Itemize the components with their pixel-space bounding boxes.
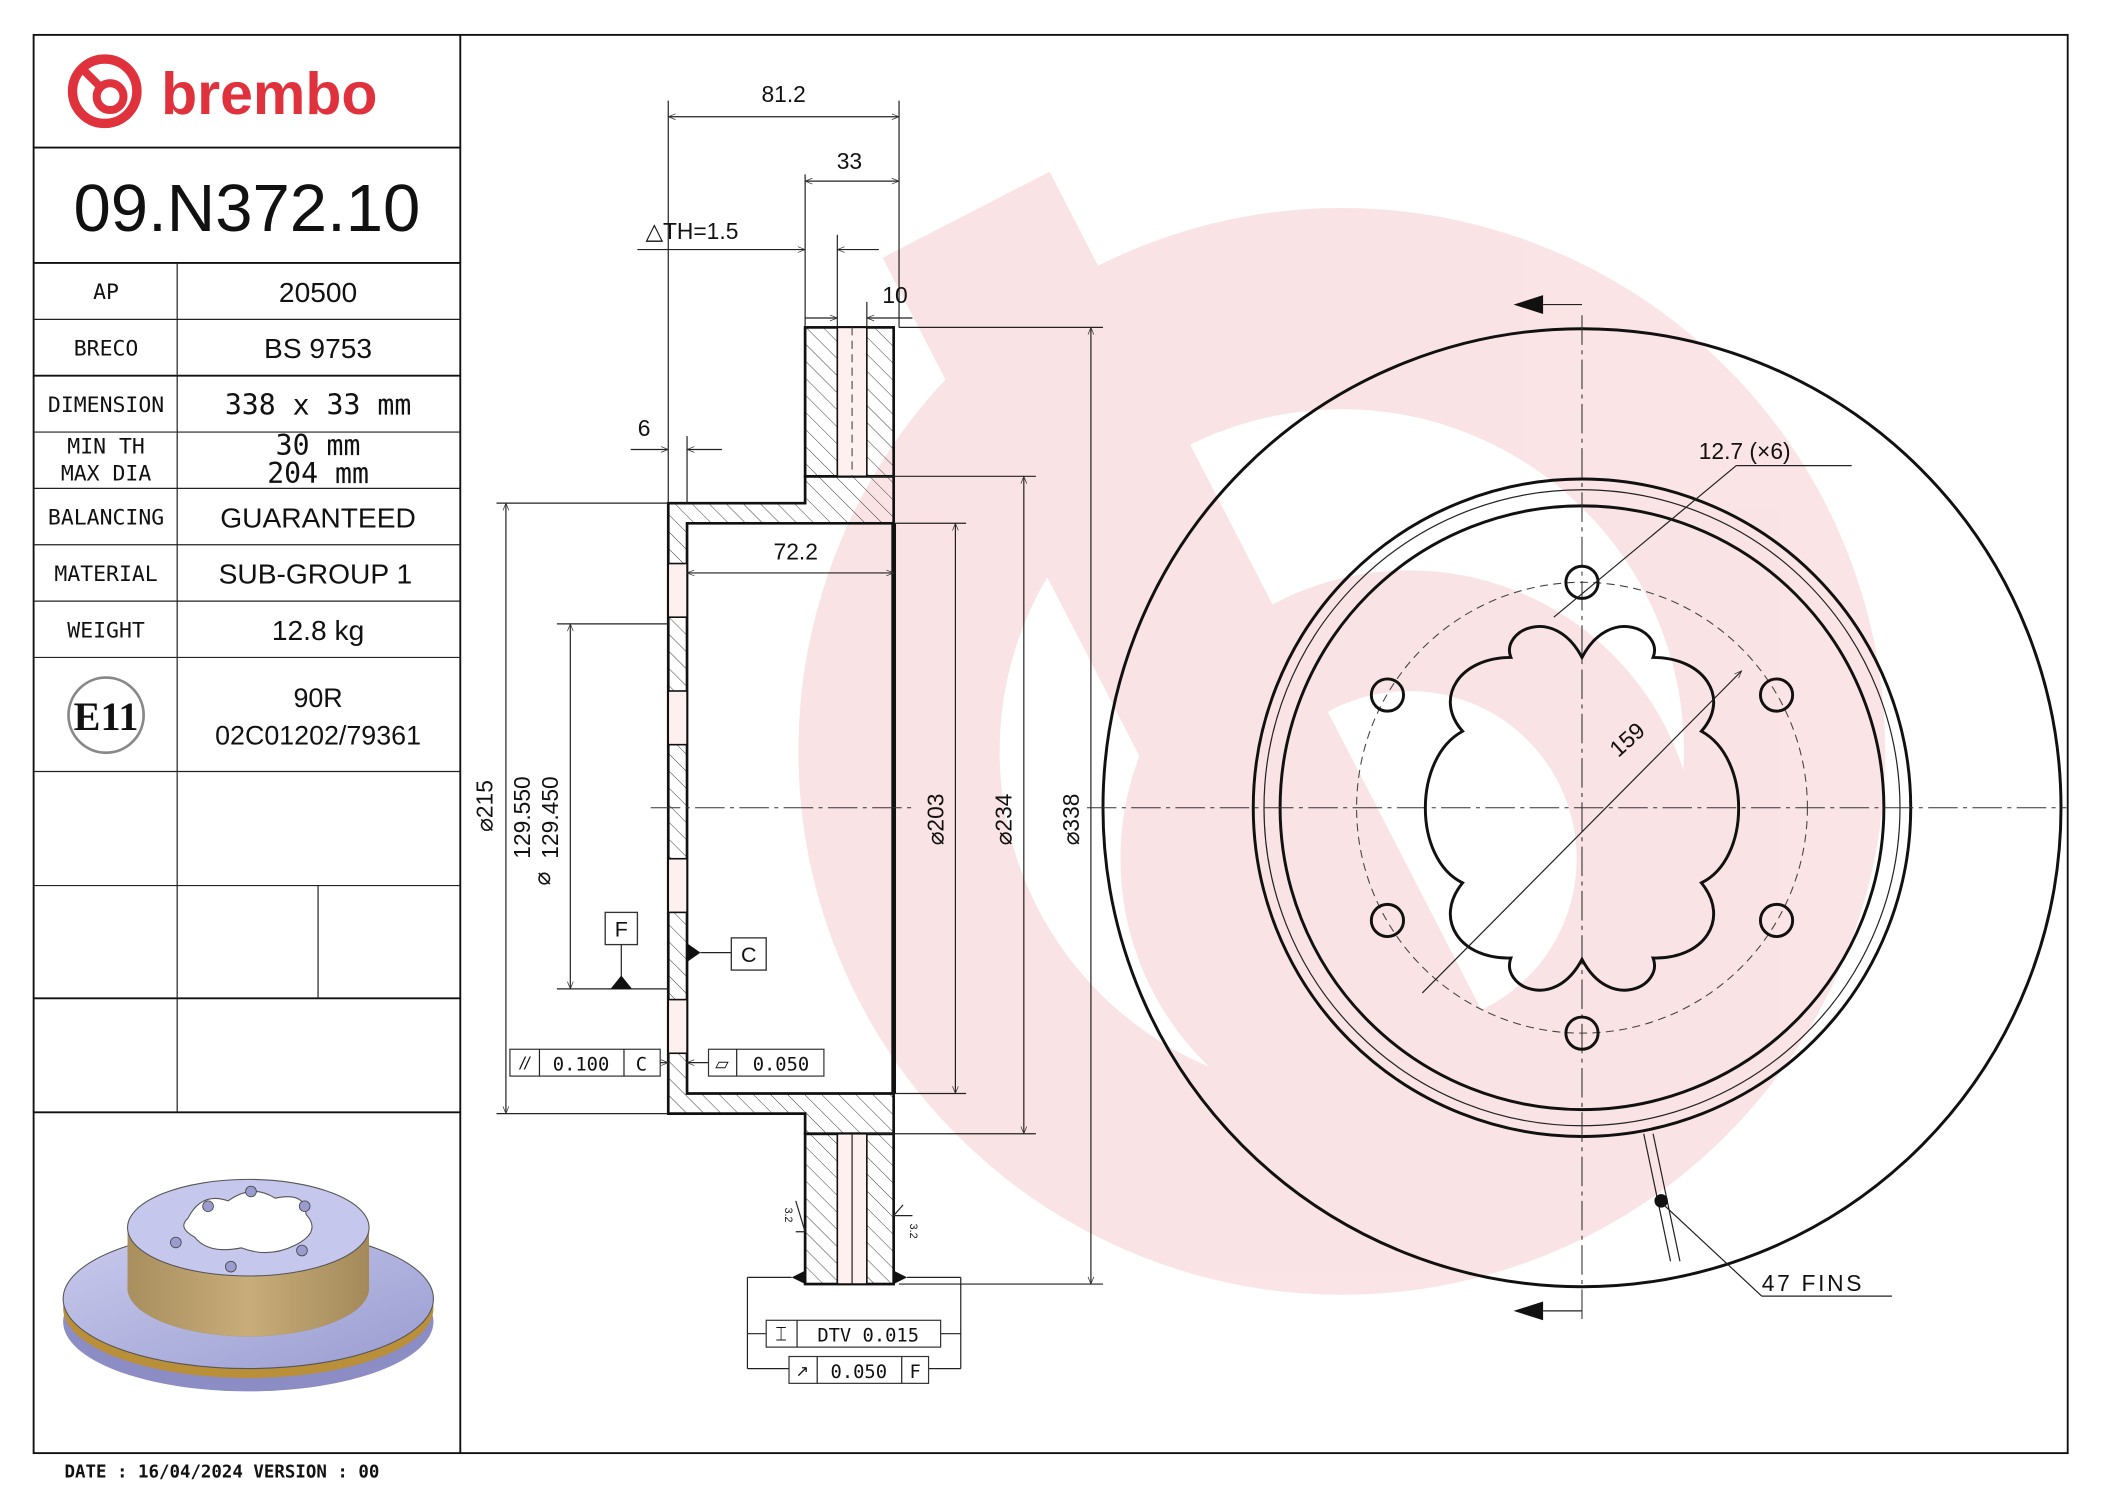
spec-label-breco: BRECO [74,337,139,362]
spec-label-dimension: DIMENSION [48,393,164,418]
spec-value-ap: 20500 [279,276,357,308]
tolerance-flatness: ▱ 0.050 [686,1048,825,1077]
bolt-hole-size: 12.7 (×6) [1699,438,1791,464]
spec-value-weight: 12.8 kg [272,614,364,646]
tolerance-runout: ↗ 0.050 F [788,1355,930,1384]
dim-delta-th: △TH=1.5 [645,218,738,244]
approval-line1: 90R [293,683,342,713]
spec-label-material: MATERIAL [54,562,157,587]
dim-overall-width: 81.2 [761,81,805,107]
runout-symbol: ↗ [796,1363,809,1381]
watermark-logo [798,171,1886,1295]
dim-inner-gap: 10 [882,282,907,308]
dtv-value: DTV 0.015 [817,1326,919,1347]
bolt-hole [1564,564,1600,600]
footer-date-version: DATE : 16/04/2024 VERSION : 00 [64,1462,379,1482]
title-block [33,146,461,1114]
drawing-frame [32,33,2069,1455]
front-view: 12.7 (×6) 159 47 FINS [1086,295,2067,1322]
section-view: 81.2 33 △TH=1.5 10 6 72.2 ⌀215 ⌀ 129.550… [471,81,1103,1384]
dim-d129-sym: ⌀ [529,872,555,886]
dim-d338: ⌀338 [1058,794,1084,846]
disc-3d-render [62,1178,434,1392]
spec-value-material: SUB-GROUP 1 [219,558,413,590]
roughness-left: 3.2 [782,1208,794,1223]
part-number: 09.N372.10 [74,171,421,246]
dim-d215: ⌀215 [471,780,497,832]
runout-datum: F [909,1362,920,1383]
roughness-right: 3.2 [907,1224,919,1239]
bolt-hole [1564,1015,1600,1051]
brembo-logo: brembo [67,54,378,129]
spec-value-dimension: 338 x 33 mm [225,389,411,422]
approval-line2: 02C01202/79361 [215,721,421,751]
spec-label-ap: AP [93,280,119,305]
spec-value-max-dia: 204 mm [267,457,369,490]
approval-mark: E11 90R 02C01202/79361 [67,676,421,755]
parallelism-symbol: // [519,1053,532,1073]
flatness-value: 0.050 [753,1055,810,1076]
spec-value-breco: BS 9753 [264,332,372,364]
dim-d203: ⌀203 [922,794,948,846]
flatness-symbol: ▱ [715,1053,729,1073]
dim-hat-depth: 72.2 [774,539,818,565]
runout-value: 0.050 [831,1362,887,1383]
fin-count: 47 FINS [1762,1270,1864,1296]
dim-d234: ⌀234 [991,793,1017,845]
spec-label-min-th: MIN TH [67,435,145,460]
bolt-hole [1758,902,1795,939]
tolerance-parallelism: // 0.100 C [509,1048,670,1077]
dim-thickness: 33 [837,148,862,174]
dtv-symbol: ⌶ [775,1323,786,1344]
e11-mark: E11 [74,694,139,739]
spec-label-max-dia: MAX DIA [61,461,151,486]
parallelism-datum: C [636,1055,647,1076]
spec-value-balancing: GUARANTEED [220,501,416,533]
bolt-hole [1369,902,1406,939]
parallelism-value: 0.100 [553,1055,610,1076]
datum-f-label: F [615,918,628,942]
dim-d129-upper: 129.550 [509,776,535,858]
spec-label-weight: WEIGHT [67,618,145,643]
spec-table: AP 20500 BRECO BS 9753 DIMENSION 338 x 3… [48,276,416,646]
brand-wordmark: brembo [161,61,377,127]
bolt-hole [1758,677,1795,713]
spec-label-balancing: BALANCING [48,506,164,531]
bolt-hole [1369,677,1406,713]
dim-hat-wall: 6 [638,415,651,441]
dim-d129-lower: 129.450 [537,776,563,858]
tolerance-dtv: ⌶ DTV 0.015 [765,1319,942,1348]
spec-value-min-th: 30 mm [276,429,361,462]
datum-c-label: C [741,943,756,967]
